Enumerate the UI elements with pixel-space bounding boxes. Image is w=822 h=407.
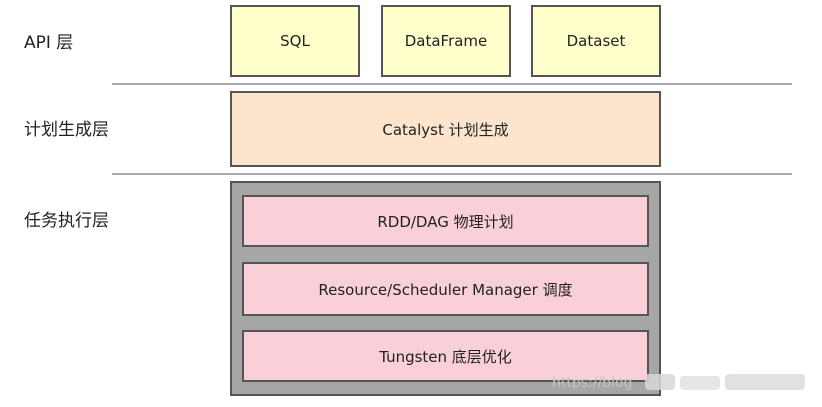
- plan-layer-label: 计划生成层: [24, 120, 109, 140]
- exec-layer-label: 任务执行层: [24, 211, 109, 231]
- watermark-blur: [600, 368, 810, 398]
- api-layer-label: API 层: [24, 33, 74, 53]
- exec-box-resource-scheduler: Resource/Scheduler Manager 调度: [242, 262, 649, 316]
- layer-divider-top: [112, 83, 792, 85]
- exec-box-tungsten: Tungsten 底层优化: [242, 330, 649, 382]
- exec-box-rdd-dag: RDD/DAG 物理计划: [242, 195, 649, 247]
- catalyst-plan-box: Catalyst 计划生成: [230, 91, 661, 167]
- watermark-text: https://blog: [552, 375, 633, 391]
- api-box-sql: SQL: [230, 5, 360, 77]
- layer-divider-bottom: [112, 173, 792, 175]
- api-box-dataframe: DataFrame: [381, 5, 511, 77]
- api-box-dataset: Dataset: [531, 5, 661, 77]
